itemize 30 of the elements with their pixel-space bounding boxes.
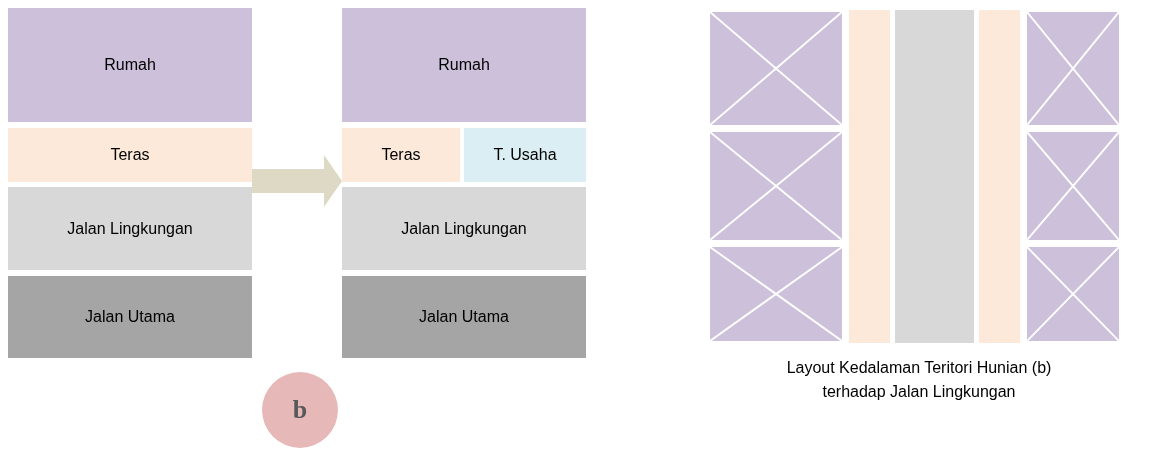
zone-label: Rumah bbox=[438, 56, 490, 74]
arrow bbox=[252, 155, 342, 207]
road-strip bbox=[895, 10, 974, 343]
terrace-strip bbox=[849, 10, 890, 343]
zone-label: Jalan Lingkungan bbox=[401, 219, 527, 238]
zone-label: Teras bbox=[110, 146, 150, 164]
crossed-plot-box bbox=[708, 10, 844, 127]
terrace-zone bbox=[342, 128, 460, 182]
main-road-zone bbox=[342, 276, 586, 358]
crossed-plot-box bbox=[708, 130, 844, 242]
crossed-plot-box bbox=[1025, 10, 1121, 127]
zone-label: Rumah bbox=[104, 56, 156, 74]
house-zone bbox=[342, 8, 586, 122]
business-terrace-zone bbox=[464, 128, 586, 182]
zone-label: Jalan Utama bbox=[85, 308, 175, 326]
zone-label: Jalan Utama bbox=[419, 308, 509, 326]
panel-letter: b bbox=[292, 395, 308, 425]
terrace-strip bbox=[979, 10, 1020, 343]
main-road-zone bbox=[8, 276, 252, 358]
caption: Layout Kedalaman Teritori Hunian (b) terhadap Jalan Lingkungan bbox=[785, 358, 1053, 402]
zone-label: Jalan Lingkungan bbox=[67, 219, 193, 238]
zone-label: T. Usaha bbox=[493, 146, 557, 164]
crossed-plot-box bbox=[708, 245, 844, 343]
zone-label: Teras bbox=[381, 146, 421, 164]
house-zone bbox=[8, 8, 252, 122]
crossed-plot-box bbox=[1025, 245, 1121, 343]
local-road-zone bbox=[8, 187, 252, 270]
terrace-zone bbox=[8, 128, 252, 182]
crossed-plot-box bbox=[1025, 130, 1121, 242]
local-road-zone bbox=[342, 187, 586, 270]
